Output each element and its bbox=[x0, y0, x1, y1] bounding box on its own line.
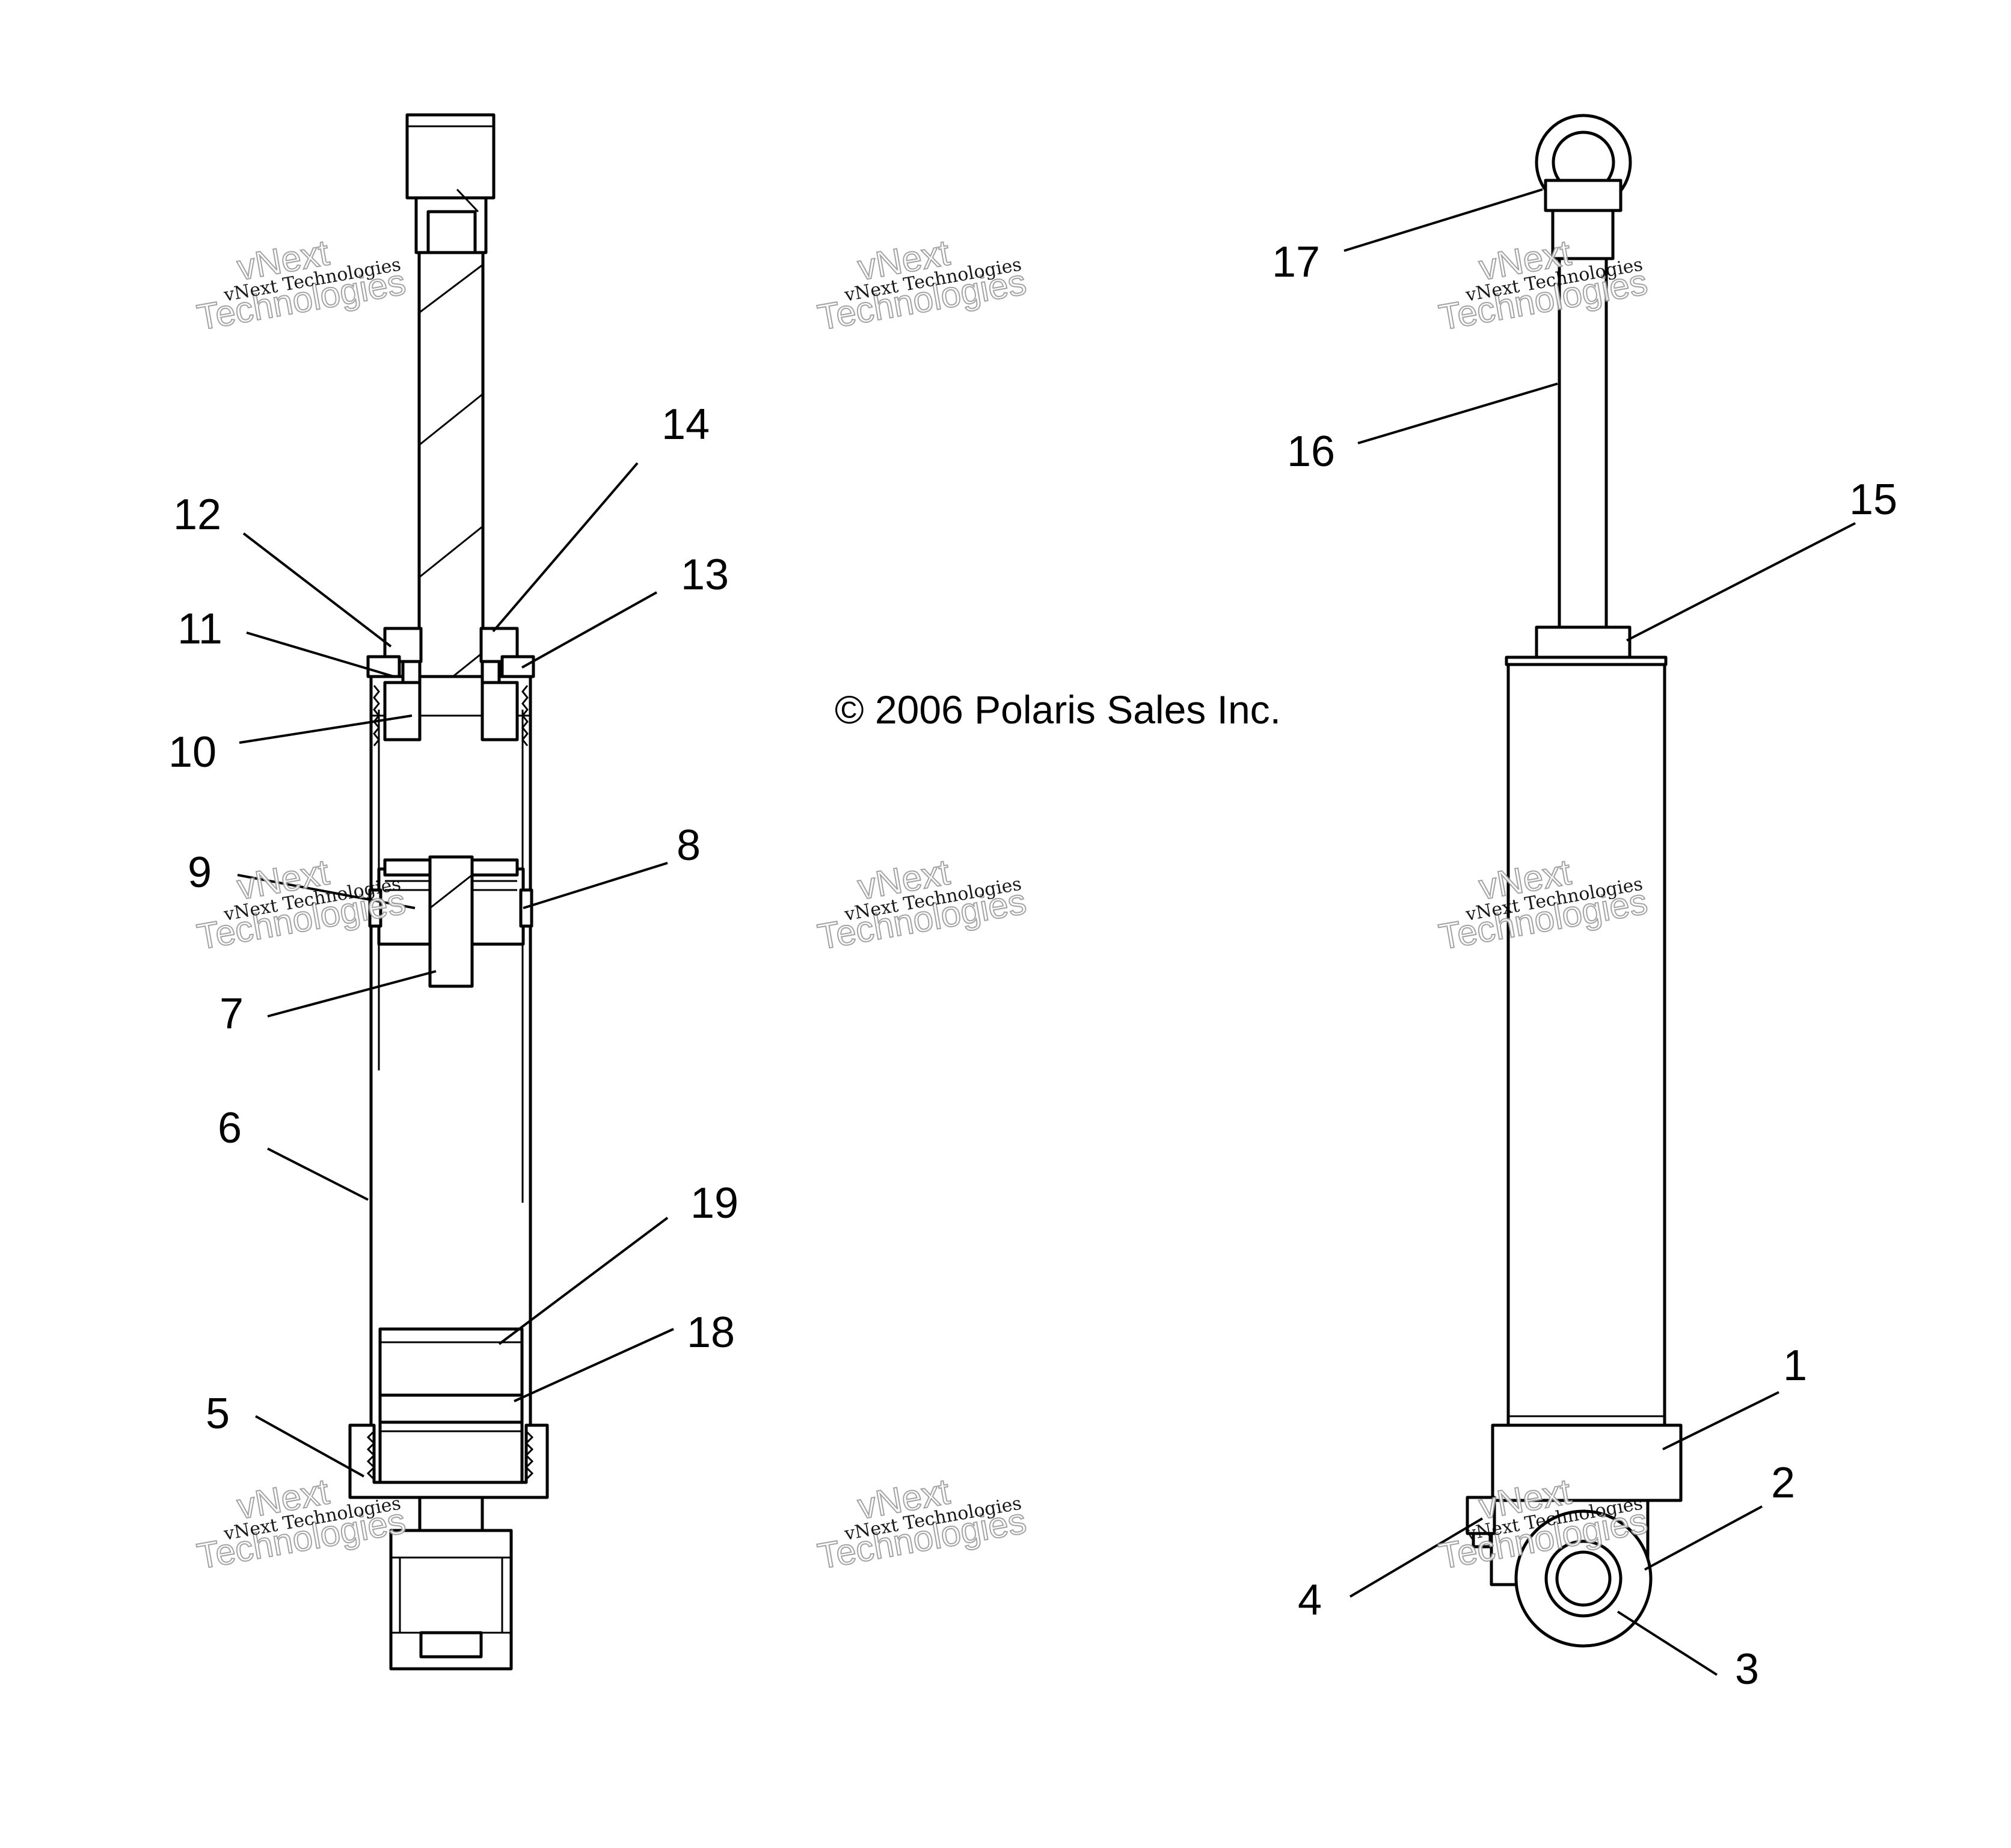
callout-2: 2 bbox=[1771, 1459, 1795, 1507]
assembled-shock bbox=[1466, 114, 1683, 1648]
callout-15: 15 bbox=[1849, 476, 1897, 524]
lower-eyelet-hole bbox=[1555, 1550, 1612, 1607]
retainer-right bbox=[500, 655, 535, 678]
floating-piston bbox=[378, 1327, 524, 1397]
callout-5: 5 bbox=[206, 1390, 230, 1438]
callout-3: 3 bbox=[1735, 1645, 1759, 1693]
leader-lines bbox=[237, 188, 1856, 1676]
callout-6: 6 bbox=[218, 1104, 242, 1152]
callout-12: 12 bbox=[173, 491, 221, 539]
watermark: Technologies vNext vNext Technologies bbox=[814, 232, 1030, 339]
o-ring-seal bbox=[378, 1393, 524, 1424]
callout-8: 8 bbox=[677, 821, 701, 870]
wiper-right bbox=[480, 660, 501, 684]
callout-9: 9 bbox=[188, 849, 212, 897]
callout-11: 11 bbox=[177, 605, 223, 653]
callout-4: 4 bbox=[1298, 1576, 1322, 1624]
callout-16: 16 bbox=[1287, 428, 1335, 476]
piston-nut bbox=[428, 855, 474, 988]
watermark: Technologies vNext vNext Technologies bbox=[1435, 851, 1651, 958]
callout-7: 7 bbox=[220, 990, 244, 1038]
lower-stem bbox=[418, 1496, 484, 1532]
callout-labels: 1 2 3 4 5 6 7 8 9 10 11 12 13 14 15 16 1… bbox=[168, 238, 1897, 1693]
rod-end-clevis bbox=[414, 196, 488, 254]
rod-end-cap bbox=[405, 113, 496, 200]
shock-cylinder bbox=[1506, 663, 1666, 1430]
bumper-cap bbox=[1535, 625, 1632, 659]
eyelet-neck bbox=[1544, 179, 1623, 212]
watermark: Technologies vNext vNext Technologies bbox=[194, 232, 410, 339]
lower-collar bbox=[1491, 1423, 1683, 1502]
wiper-left bbox=[401, 660, 422, 684]
callout-1: 1 bbox=[1783, 1342, 1807, 1390]
callout-10: 10 bbox=[168, 728, 216, 776]
callout-14: 14 bbox=[662, 401, 710, 449]
bearing-left bbox=[383, 681, 422, 741]
watermark: Technologies vNext vNext Technologies bbox=[814, 1470, 1030, 1577]
copyright-notice: © 2006 Polaris Sales Inc. bbox=[835, 687, 1281, 732]
eyelet-bushing bbox=[419, 1631, 483, 1659]
watermark: Technologies vNext vNext Technologies bbox=[1435, 232, 1651, 339]
valve-stem bbox=[1472, 1532, 1492, 1549]
end-cap-body bbox=[378, 1420, 524, 1484]
watermark: Technologies vNext vNext Technologies bbox=[814, 851, 1030, 958]
cutaway-shock bbox=[348, 113, 549, 1671]
callout-13: 13 bbox=[681, 551, 729, 599]
bearing-right bbox=[480, 681, 519, 741]
callout-17: 17 bbox=[1272, 238, 1320, 286]
callout-19: 19 bbox=[690, 1179, 738, 1227]
callout-18: 18 bbox=[687, 1309, 735, 1357]
